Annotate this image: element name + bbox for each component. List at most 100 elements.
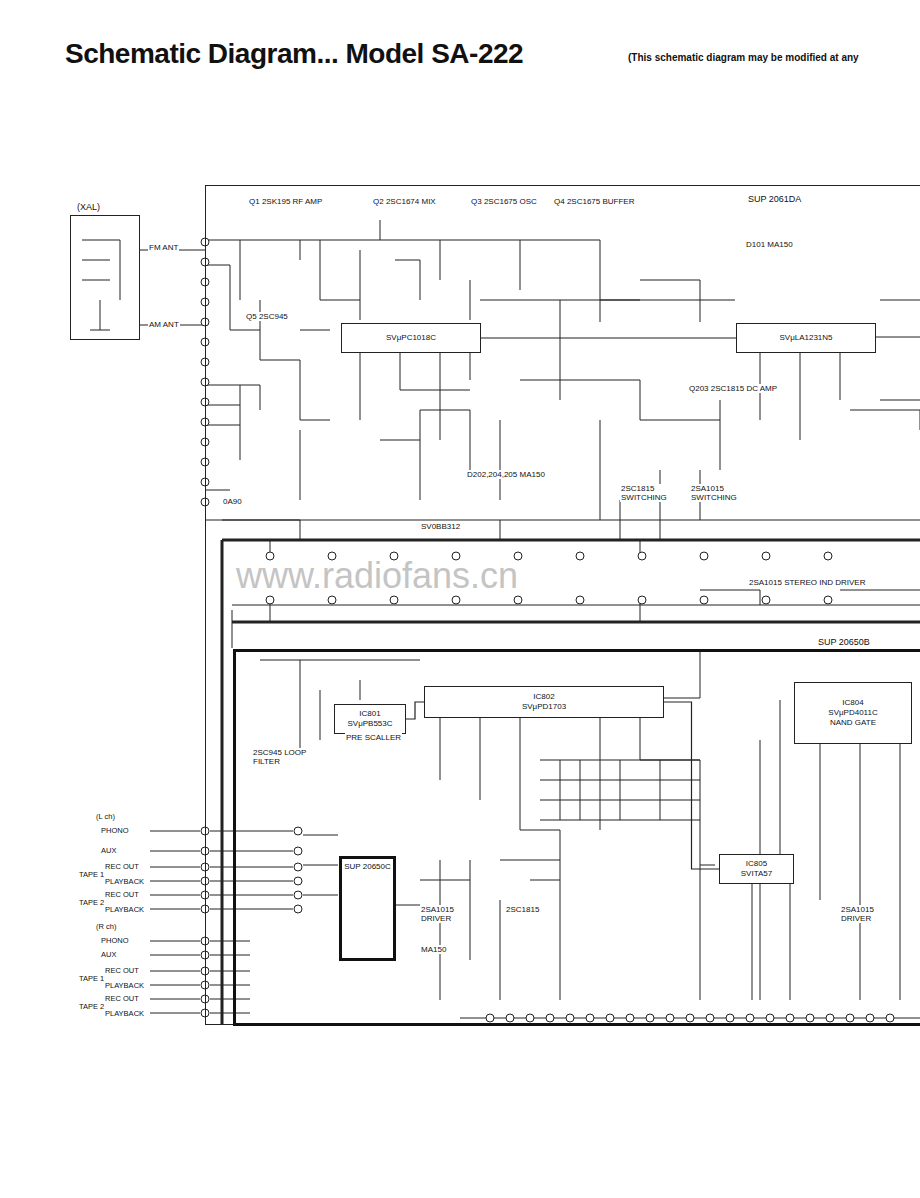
connector-pin: [824, 552, 832, 560]
connector-pin: [762, 552, 770, 560]
part-label: 2SA1015 STEREO IND DRIVER: [748, 578, 866, 587]
part-label: PLAYBACK: [104, 982, 145, 990]
diagram-caption: (This schematic diagram may be modified …: [628, 52, 859, 63]
connector-pin: [762, 596, 770, 604]
part-label: 0A90: [222, 497, 243, 506]
part-label: PHONO: [100, 937, 130, 945]
part-label: 2SA1015 SWITCHING: [690, 484, 742, 502]
connector-pin: [266, 596, 274, 604]
connector-pin: [726, 1014, 734, 1022]
connector-pin: [626, 1014, 634, 1022]
connector-pin: [824, 596, 832, 604]
node-box: SVμLA1231N5: [736, 323, 876, 353]
connector-pin: [866, 1014, 874, 1022]
connector-pin: [700, 552, 708, 560]
signal-wire: [406, 702, 424, 719]
part-label: REC OUT: [104, 863, 140, 871]
part-label: 2SC1815: [505, 905, 540, 914]
connector-pin: [666, 1014, 674, 1022]
part-label: Q5 2SC945: [245, 312, 289, 321]
part-label: AUX: [100, 951, 117, 959]
connector-pin: [294, 863, 302, 871]
node-label: SUP 20650B: [816, 637, 872, 647]
part-label: 2SC1815 SWITCHING: [620, 484, 672, 502]
part-label: PLAYBACK: [104, 1010, 145, 1018]
part-label: SV0BB312: [420, 522, 461, 531]
node-label: IC801: [359, 709, 380, 719]
connector-pin: [514, 596, 522, 604]
watermark: www.radiofans.cn: [235, 556, 519, 596]
node-label: SVμPD1703: [522, 702, 566, 712]
part-label: Q203 2SC1815 DC AMP: [688, 384, 778, 393]
node-box: SUP 20650BIC801SVμPB553CIC802SVμPD1703IC…: [233, 649, 920, 1026]
node-label: IC804: [842, 698, 863, 708]
connector-pin: [586, 1014, 594, 1022]
connector-pin: [766, 1014, 774, 1022]
part-label: FM ANT: [148, 243, 179, 252]
part-label: 2SA1015 DRIVER: [840, 905, 887, 923]
part-label: 2SC945 LOOP FILTER: [252, 748, 314, 766]
part-label: Q1 2SK195 RF AMP: [248, 197, 323, 206]
part-label: (L ch): [95, 813, 116, 821]
node-box: SVμPC1018C: [341, 323, 481, 353]
part-label: D202,204,205 MA150: [466, 470, 546, 479]
signal-wire: [481, 337, 736, 338]
connector-pin: [546, 1014, 554, 1022]
node-label: (XAL): [75, 202, 102, 212]
connector-pin: [328, 596, 336, 604]
node-box: SUP 20650C: [339, 856, 396, 961]
node-label: SUP 20650C: [344, 862, 391, 872]
node-label: NAND GATE: [830, 718, 876, 728]
connector-pin: [452, 596, 460, 604]
connector-pin: [576, 552, 584, 560]
connector-pin: [486, 1014, 494, 1022]
connector-pin: [566, 1014, 574, 1022]
connector-pin: [526, 1014, 534, 1022]
node-box: IC805SVITA57: [719, 854, 794, 884]
connector-pin: [294, 847, 302, 855]
node-box: (XAL): [70, 215, 140, 340]
connector-pin: [886, 1014, 894, 1022]
part-label: D101 MA150: [745, 240, 794, 249]
part-label: REC OUT: [104, 891, 140, 899]
part-label: TAPE 1: [78, 871, 105, 879]
part-label: Q2 2SC1674 MIX: [372, 197, 437, 206]
diagram-title: Schematic Diagram... Model SA-222: [65, 38, 523, 70]
part-label: PRE SCALLER: [345, 733, 402, 742]
part-label: (R ch): [95, 923, 117, 931]
node-label: SUP 2061DA: [746, 194, 803, 204]
connector-pin: [686, 1014, 694, 1022]
part-label: Q3 2SC1675 OSC: [470, 197, 538, 206]
part-label: AM ANT: [148, 320, 180, 329]
node-label: SVμPB553C: [347, 719, 392, 729]
connector-pin: [786, 1014, 794, 1022]
node-label: SVμPD4011C: [828, 708, 877, 718]
part-label: Q4 2SC1675 BUFFER: [553, 197, 635, 206]
node-box: IC804SVμPD4011CNAND GATE: [794, 682, 912, 744]
part-label: PLAYBACK: [104, 878, 145, 886]
node-box: IC802SVμPD1703: [424, 686, 664, 718]
part-label: PLAYBACK: [104, 906, 145, 914]
part-label: TAPE 2: [78, 1003, 105, 1011]
part-label: TAPE 2: [78, 899, 105, 907]
connector-pin: [826, 1014, 834, 1022]
signal-wire: [664, 702, 719, 869]
part-label: PHONO: [100, 827, 130, 835]
part-label: TAPE 1: [78, 975, 105, 983]
connector-pin: [638, 552, 646, 560]
connector-pin: [806, 1014, 814, 1022]
node-box: IC801SVμPB553C: [334, 704, 406, 734]
connector-pin: [576, 596, 584, 604]
connector-pin: [706, 1014, 714, 1022]
connector-pin: [294, 827, 302, 835]
part-label: REC OUT: [104, 995, 140, 1003]
node-label: IC805: [746, 859, 767, 869]
connector-pin: [390, 596, 398, 604]
connector-pin: [746, 1014, 754, 1022]
node-label: SVμPC1018C: [386, 333, 436, 343]
connector-pin: [506, 1014, 514, 1022]
node-label: IC802: [533, 692, 554, 702]
part-label: 2SA1015 DRIVER: [420, 905, 467, 923]
